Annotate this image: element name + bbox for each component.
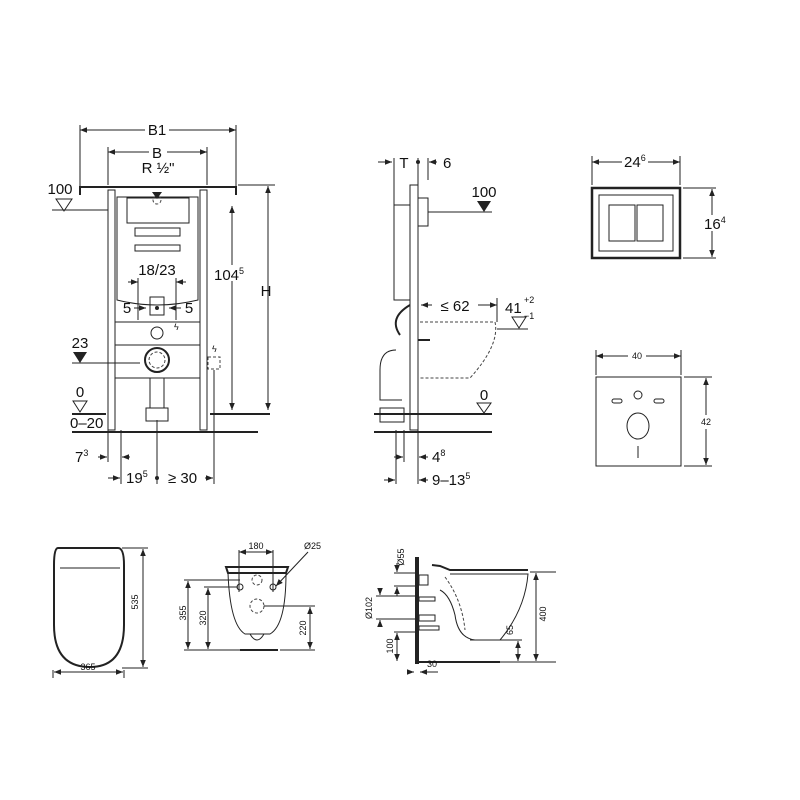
dim-104: 1045 xyxy=(214,266,244,284)
frame-front-view: B1 B R ½" ϟ ϟ 100 xyxy=(47,122,275,487)
offset-30: 30 xyxy=(427,659,437,669)
dim-62: ≤ 62 xyxy=(440,298,469,315)
hole-diameter: Ø25 xyxy=(304,541,321,551)
electric-icon: ϟ xyxy=(174,322,179,332)
dim-19: 195 xyxy=(126,469,148,487)
dim-h: H xyxy=(261,283,272,300)
bowl-side-view: Ø55 Ø102 100 30 400 65 xyxy=(364,548,556,675)
seat-width: 365 xyxy=(80,662,95,672)
flush-plate-width: 246 xyxy=(624,153,646,171)
dim-7: 73 xyxy=(75,448,88,466)
holes-spacing: 180 xyxy=(248,541,263,551)
dim-6: 6 xyxy=(443,155,451,172)
height-100: 100 xyxy=(385,638,395,653)
dim-0-20: 0–20 xyxy=(70,415,103,432)
dim-18-23: 18/23 xyxy=(138,262,176,279)
flush-plate-height: 164 xyxy=(704,215,726,233)
dim-41-tolerance-plus: +2 xyxy=(524,295,534,305)
level-0-label: 0 xyxy=(76,384,84,401)
dim-9-13: 9–135 xyxy=(432,471,470,489)
dim-5-right: 5 xyxy=(185,300,193,317)
seat-top-view: 535 365 xyxy=(52,547,148,678)
level-100-side-label: 100 xyxy=(471,184,496,201)
electric-icon: ϟ xyxy=(212,344,217,354)
dim-r-half-inch: R ½" xyxy=(142,160,175,177)
height-320: 320 xyxy=(198,610,208,625)
dia-55: Ø55 xyxy=(396,548,406,565)
sound-insulation-panel: 40 42 xyxy=(595,348,715,467)
dim-41: 41 xyxy=(505,300,522,317)
flush-plate: 246 164 xyxy=(590,153,728,260)
dim-t: T xyxy=(399,155,408,172)
dim-b: B xyxy=(152,145,162,162)
height-65: 65 xyxy=(505,625,515,635)
level-100-label: 100 xyxy=(47,181,72,198)
dim-4: 48 xyxy=(432,448,445,466)
height-220: 220 xyxy=(298,620,308,635)
height-355: 355 xyxy=(178,605,188,620)
dia-102: Ø102 xyxy=(364,597,374,619)
frame-side-view: T 6 100 ≤ 62 41 +2 −1 0 xyxy=(374,155,534,489)
height-400: 400 xyxy=(538,606,548,621)
dim-41-tolerance-minus: −1 xyxy=(524,311,534,321)
dim-30: ≥ 30 xyxy=(168,470,197,487)
panel-width: 40 xyxy=(632,351,642,361)
seat-length: 535 xyxy=(130,594,140,609)
bowl-front-view: 180 Ø25 355 320 220 xyxy=(178,541,321,651)
dim-b1: B1 xyxy=(148,122,166,139)
level-23-label: 23 xyxy=(72,335,89,352)
level-0-side-label: 0 xyxy=(480,387,488,404)
dim-5-left: 5 xyxy=(123,300,131,317)
panel-height: 42 xyxy=(701,417,711,427)
